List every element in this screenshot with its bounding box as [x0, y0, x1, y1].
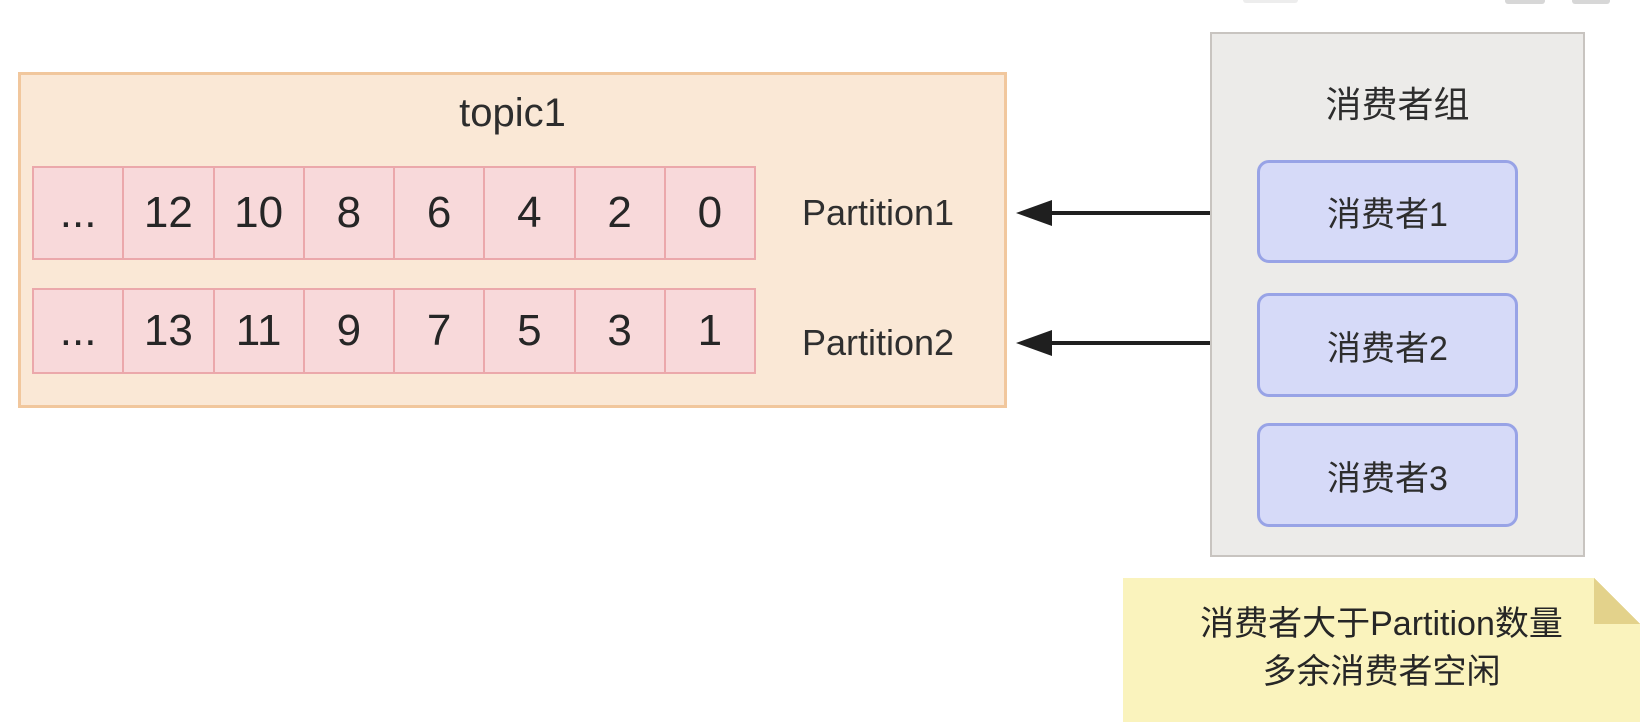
partition1-cell: 8 — [302, 166, 395, 260]
partition1-cell: 10 — [212, 166, 305, 260]
note-text-line2: 多余消费者空闲 — [1262, 653, 1501, 691]
partition2-cell: 3 — [573, 288, 666, 374]
consumer-group-title: 消费者组 — [1325, 84, 1470, 125]
arrowhead-left-icon — [1016, 330, 1052, 356]
cropped-shape-artifact — [1505, 0, 1545, 4]
partition1-cell: 0 — [663, 166, 756, 260]
note-text-line1: 消费者大于Partition数量 — [1200, 605, 1563, 643]
sticky-note: 消费者大于Partition数量 多余消费者空闲 — [1123, 578, 1640, 722]
partition1-cell: 12 — [122, 166, 215, 260]
consumer-3-box: 消费者3 — [1257, 423, 1518, 527]
partition1-label: Partition1 — [801, 192, 955, 233]
consumer-2-box: 消费者2 — [1257, 293, 1518, 397]
partition2-cell: 13 — [122, 288, 215, 374]
partition2-cell: ... — [32, 288, 125, 374]
consumer-group-box: 消费者组 消费者1 消费者2 消费者3 — [1210, 32, 1585, 557]
partition1-cells: ... 12 10 8 6 4 2 0 — [32, 166, 756, 260]
partition2-cell: 1 — [663, 288, 756, 374]
arrowhead-left-icon — [1016, 200, 1052, 226]
partition1-cell: 2 — [573, 166, 666, 260]
partition2-cell: 9 — [302, 288, 395, 374]
partition1-cell: 6 — [393, 166, 486, 260]
partition1-cell: ... — [32, 166, 125, 260]
partition2-cell: 5 — [483, 288, 576, 374]
cropped-shape-artifact — [1243, 0, 1298, 3]
topic-title: topic1 — [459, 91, 566, 135]
partition1-cell: 4 — [483, 166, 576, 260]
topic-box: topic1 ... 12 10 8 6 4 2 0 Partition1 ..… — [18, 72, 1007, 408]
partition2-label: Partition2 — [801, 322, 955, 363]
partition2-cells: ... 13 11 9 7 5 3 1 — [32, 288, 756, 374]
partition2-cell: 11 — [212, 288, 305, 374]
note-folded-corner-icon — [1594, 578, 1640, 624]
cropped-shape-artifact — [1572, 0, 1610, 4]
partition2-cell: 7 — [393, 288, 486, 374]
arrow-line — [1048, 211, 1257, 215]
arrow-line — [1048, 341, 1257, 345]
consumer-1-box: 消费者1 — [1257, 160, 1518, 263]
